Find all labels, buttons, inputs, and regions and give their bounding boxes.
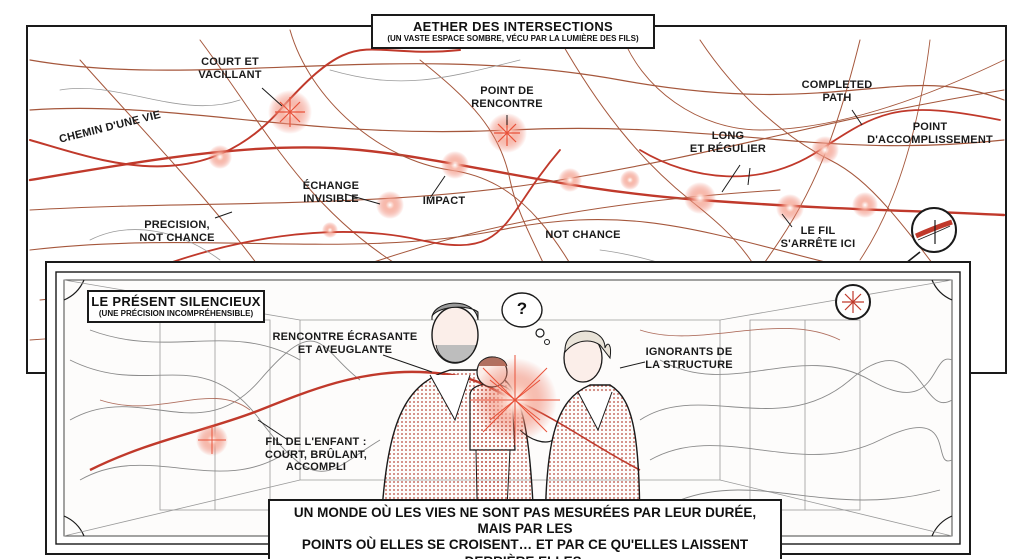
label-not-chance: Not chance xyxy=(545,229,621,241)
label-impact: Impact xyxy=(422,195,466,207)
label-point-accomplissement: Pointd'accomplissement xyxy=(867,121,993,146)
top-panel-subtitle: (Un vaste espace sombre, vécu par la lum… xyxy=(387,34,639,43)
thought-bubble-icon xyxy=(501,292,550,345)
label-precision: Precision,not chance xyxy=(139,219,215,244)
top-pointer-lines xyxy=(214,87,863,228)
spark-detail-circle-icon xyxy=(835,284,871,320)
label-fil-arrete: Le fils'arrête ici xyxy=(780,225,856,250)
caption-line-2: points où elles se croisent… et par ce q… xyxy=(301,537,749,559)
label-rencontre-ecrasante: Rencontre écrasanteet aveuglante xyxy=(272,331,418,356)
bottom-panel-title: Le présent silencieux xyxy=(91,294,261,309)
bottom-pointer-lines xyxy=(257,354,646,441)
caption-line-1: Un monde où les vies ne sont pas mesurée… xyxy=(293,505,757,537)
top-panel-title-box: Aether des intersections (Un vaste espac… xyxy=(371,14,655,49)
label-completed-path: Completedpath xyxy=(801,79,873,104)
thought-bubble-text: ? xyxy=(516,299,528,318)
top-sparks xyxy=(208,90,878,238)
label-ignorants: Ignorants dela structure xyxy=(645,346,733,371)
label-echange-invisible: Échangeinvisible xyxy=(302,180,360,205)
bottom-threads xyxy=(69,328,953,501)
label-point-rencontre: Point derencontre xyxy=(471,85,543,110)
bottom-caption: Un monde où les vies ne sont pas mesurée… xyxy=(268,499,782,559)
label-court-vacillant: Court etvacillant xyxy=(198,56,262,81)
magnifier-circle-icon xyxy=(911,207,957,253)
central-burst xyxy=(470,355,560,445)
bottom-panel-title-box: Le présent silencieux (Une précision inc… xyxy=(87,290,265,323)
label-long-regulier: Longet régulier xyxy=(689,130,767,155)
top-panel-title: Aether des intersections xyxy=(412,19,614,34)
label-fil-enfant: Fil de l'enfant :court, brûlant,accompli xyxy=(265,436,367,474)
small-spark-rays xyxy=(198,426,226,454)
bottom-panel-subtitle: (Une précision incompréhensible) xyxy=(98,309,254,318)
